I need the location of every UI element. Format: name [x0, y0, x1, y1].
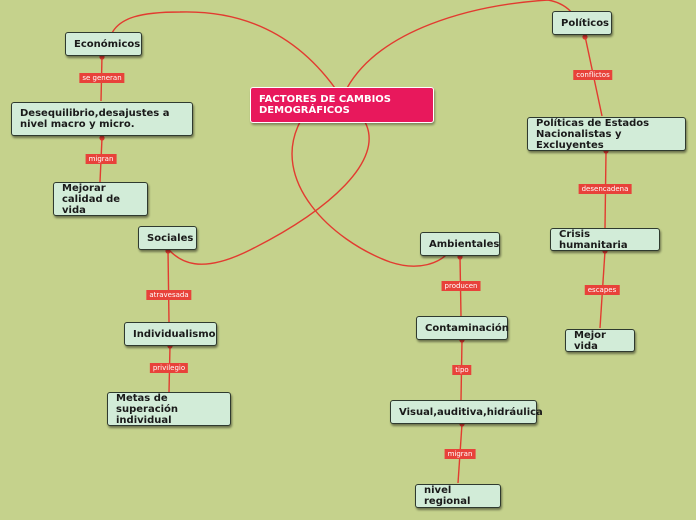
link-label-escapes: escapes — [584, 285, 620, 295]
link-label-se-generan: se generan — [79, 73, 125, 83]
central-topic-label: FACTORES DE CAMBIOS DEMOGRÁFICOS — [259, 94, 391, 116]
central-topic[interactable]: FACTORES DE CAMBIOS DEMOGRÁFICOS — [250, 87, 434, 123]
node-label: Desequilibrio,desajustes a nivel macro y… — [20, 108, 170, 130]
node-label: Mejor vida — [574, 329, 606, 352]
node-visual[interactable]: Visual,auditiva,hidráulica — [390, 400, 543, 424]
link-label-privilegio: privilegio — [149, 363, 189, 373]
link-label-atravesada: atravesada — [146, 290, 192, 300]
node-label: Crisis humanitaria — [559, 228, 628, 251]
connector-center-politicos — [346, 0, 573, 89]
connector-dot — [99, 135, 105, 141]
node-contaminacion[interactable]: Contaminación — [416, 316, 509, 340]
link-label-desencadena: desencadena — [578, 184, 632, 194]
node-politicos[interactable]: Políticos — [552, 11, 612, 35]
link-label-tipo: tipo — [452, 365, 472, 375]
node-label: Contaminación — [425, 322, 509, 334]
node-label: Políticos — [561, 17, 610, 29]
node-ambientales[interactable]: Ambientales — [420, 232, 500, 256]
node-label: Políticas de Estados Nacionalistas y Exc… — [536, 117, 650, 151]
connector-center-sociales — [167, 121, 370, 265]
link-label-producen: producen — [441, 281, 481, 291]
node-economicos[interactable]: Económicos — [65, 32, 142, 56]
connector-sociales-individualismo — [167, 249, 170, 323]
node-label: Sociales — [147, 232, 194, 244]
node-desequilibrio[interactable]: Desequilibrio,desajustes a nivel macro y… — [11, 102, 193, 136]
node-metas[interactable]: Metas de superación individual — [107, 392, 231, 426]
link-label-migran: migran — [85, 154, 117, 164]
node-label: Ambientales — [429, 238, 500, 250]
node-crisis[interactable]: Crisis humanitaria — [550, 228, 660, 251]
node-label: nivel regional — [424, 485, 471, 507]
node-nivel-regional[interactable]: nivel regional — [415, 484, 501, 508]
connector-center-economicos — [111, 11, 336, 89]
node-label: Visual,auditiva,hidráulica — [399, 406, 543, 418]
node-mejorar-calidad[interactable]: Mejorar calidad de vida — [53, 182, 148, 216]
link-label-conflictos: conflictos — [573, 70, 613, 80]
node-label: Económicos — [74, 38, 141, 50]
node-label: Mejorar calidad de vida — [62, 182, 121, 216]
node-mejor-vida[interactable]: Mejor vida — [565, 329, 635, 352]
node-label: Individualismo — [133, 328, 216, 340]
node-politicas[interactable]: Políticas de Estados Nacionalistas y Exc… — [527, 117, 686, 151]
node-individualismo[interactable]: Individualismo — [124, 322, 217, 346]
node-sociales[interactable]: Sociales — [138, 226, 197, 250]
connector-dot — [582, 34, 588, 40]
node-label: Metas de superación individual — [116, 392, 179, 426]
connector-center-ambientales — [291, 121, 449, 267]
link-label-migran-2: migran — [444, 449, 476, 459]
